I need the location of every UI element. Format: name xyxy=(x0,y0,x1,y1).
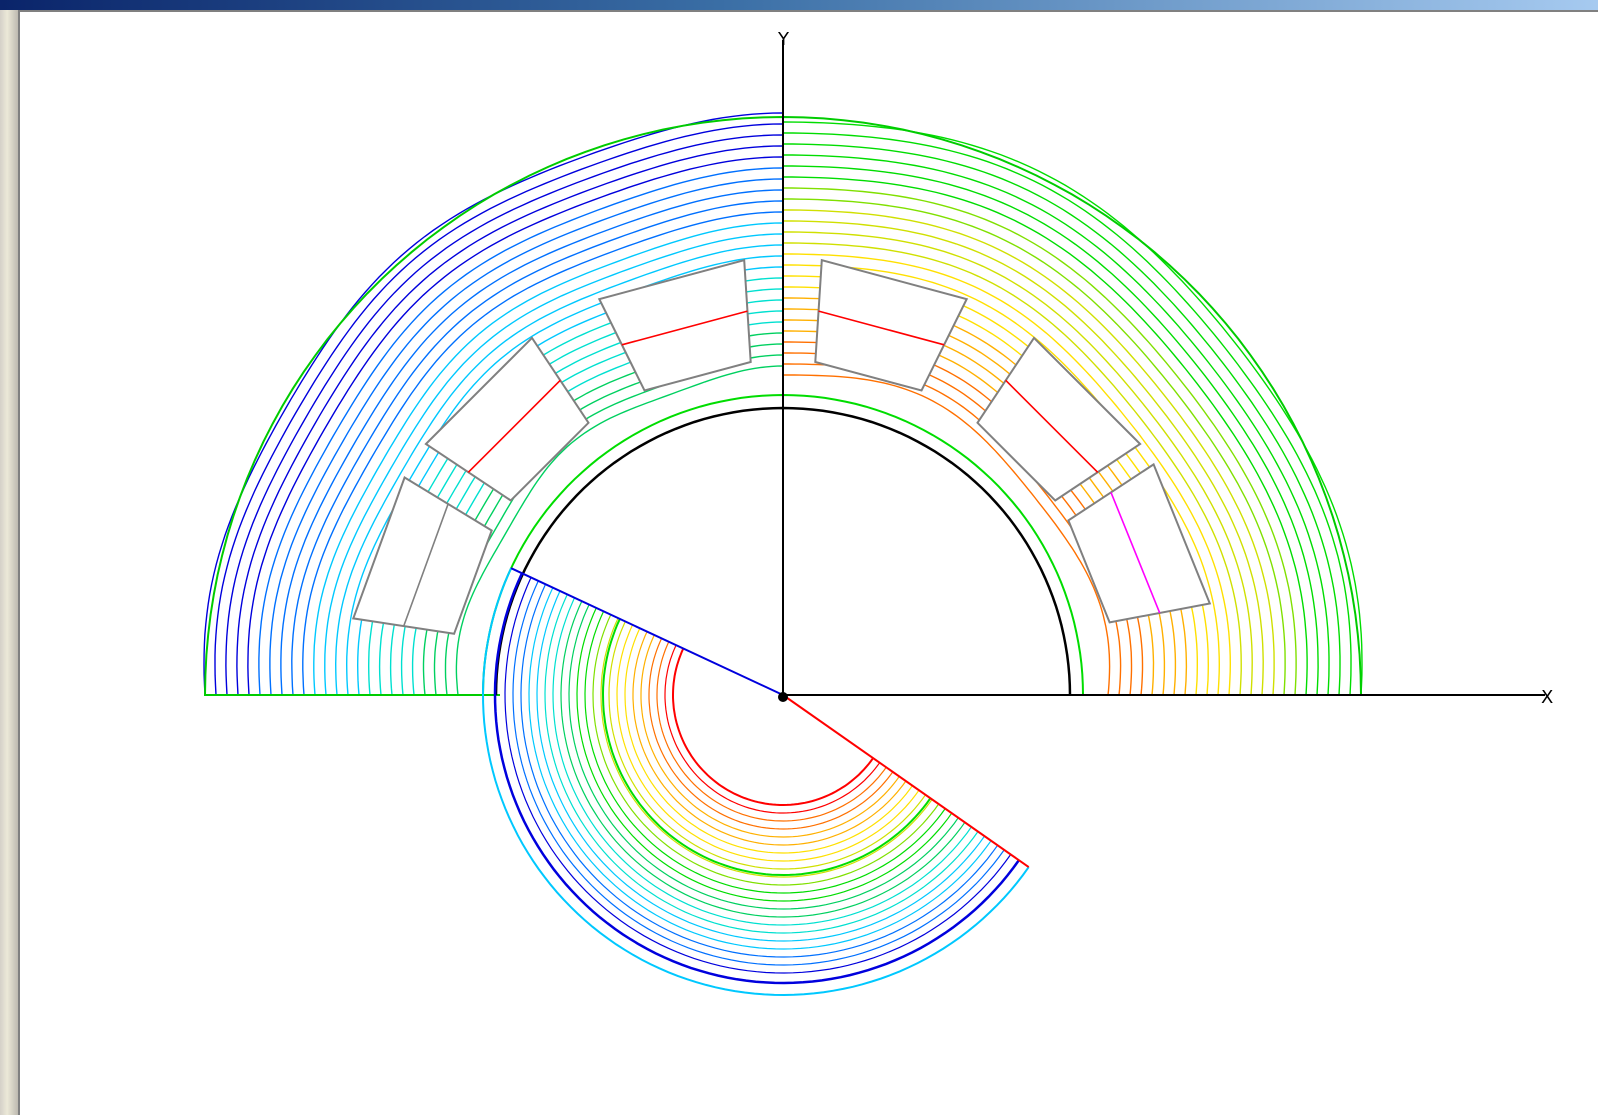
stator-slot xyxy=(1067,462,1212,624)
contour-line xyxy=(258,167,784,696)
plot-canvas[interactable] xyxy=(18,10,1598,1115)
rotor-contour xyxy=(600,617,933,878)
rotor-contour xyxy=(552,597,972,926)
stator-slot xyxy=(597,258,752,392)
rotor-outer-boundary xyxy=(481,567,1030,997)
rotor-contour xyxy=(632,631,907,846)
stator-slot xyxy=(351,476,493,635)
rotor-mid-arc xyxy=(601,618,932,877)
y-axis-label: Y xyxy=(777,29,790,50)
slot-field-line xyxy=(467,379,561,473)
rotor-contour xyxy=(536,590,985,942)
rotor-contour xyxy=(520,584,999,958)
contour-line xyxy=(225,134,784,696)
contour-line xyxy=(783,231,1253,696)
slot-field-line xyxy=(621,310,748,346)
contour-line xyxy=(782,121,1363,696)
x-axis-label: X xyxy=(1541,687,1553,708)
stator-slot xyxy=(814,258,969,392)
rotor-contour xyxy=(576,607,953,902)
rotor-contour xyxy=(592,614,940,886)
contour-line xyxy=(324,233,784,696)
window-left-border xyxy=(0,10,18,1115)
contour-line xyxy=(291,200,784,696)
contour-line xyxy=(783,198,1286,696)
contour-line xyxy=(334,244,784,696)
contour-line xyxy=(783,374,1111,696)
window-title-bar xyxy=(0,0,1598,10)
rotor-field-lines xyxy=(481,567,1030,997)
rotor-contour xyxy=(584,611,946,894)
contour-line xyxy=(345,255,784,696)
stator-outer-boundary xyxy=(203,115,1362,696)
slot-field-line xyxy=(818,310,945,346)
axes-group: X Y xyxy=(777,29,1553,708)
rotor-contour xyxy=(504,577,1012,974)
rotor-contour xyxy=(544,594,979,934)
origin-marker xyxy=(778,692,788,702)
stator-slot xyxy=(976,336,1142,502)
rotor-contour xyxy=(560,600,966,918)
rotor-contour xyxy=(664,644,881,814)
contour-line xyxy=(783,209,1275,696)
contour-line xyxy=(302,211,784,696)
contour-line xyxy=(214,123,784,696)
contour-line xyxy=(783,253,1232,696)
stator-slot xyxy=(424,336,590,502)
contour-line xyxy=(783,242,1242,696)
contour-line xyxy=(783,176,1308,696)
rotor-contour xyxy=(608,621,926,870)
contour-line xyxy=(411,321,784,696)
contour-line xyxy=(783,165,1319,696)
contour-line xyxy=(313,222,784,696)
rotor-contour xyxy=(648,638,894,830)
rotor-contour xyxy=(656,641,887,822)
rotor-contour xyxy=(640,634,900,838)
stator-slots xyxy=(351,258,1212,635)
contour-line xyxy=(236,145,784,696)
rotor-outer-arc xyxy=(493,572,1020,985)
contour-line xyxy=(783,154,1330,696)
contour-line xyxy=(783,132,1352,696)
contour-line xyxy=(783,187,1297,696)
contour-line xyxy=(422,332,784,696)
contour-line xyxy=(269,178,784,696)
rotor-contour xyxy=(568,604,959,910)
contour-line xyxy=(203,112,784,696)
contour-line xyxy=(783,264,1221,696)
rotor-sector-edge xyxy=(510,567,784,696)
slot-field-line xyxy=(402,503,449,627)
rotor-inner-arc xyxy=(672,648,874,806)
slot-field-line xyxy=(1110,492,1161,614)
rotor-contour xyxy=(512,580,1005,966)
contour-line xyxy=(280,189,784,696)
slot-field-line xyxy=(1005,379,1099,473)
contour-line xyxy=(247,156,784,696)
contour-line xyxy=(783,220,1264,696)
contour-line xyxy=(783,143,1341,696)
rotor-sector-edge xyxy=(782,694,1030,868)
contour-line xyxy=(455,365,784,696)
rotor-contour xyxy=(528,587,992,950)
rotor-contour xyxy=(616,624,920,862)
rotor-contour xyxy=(624,627,913,854)
